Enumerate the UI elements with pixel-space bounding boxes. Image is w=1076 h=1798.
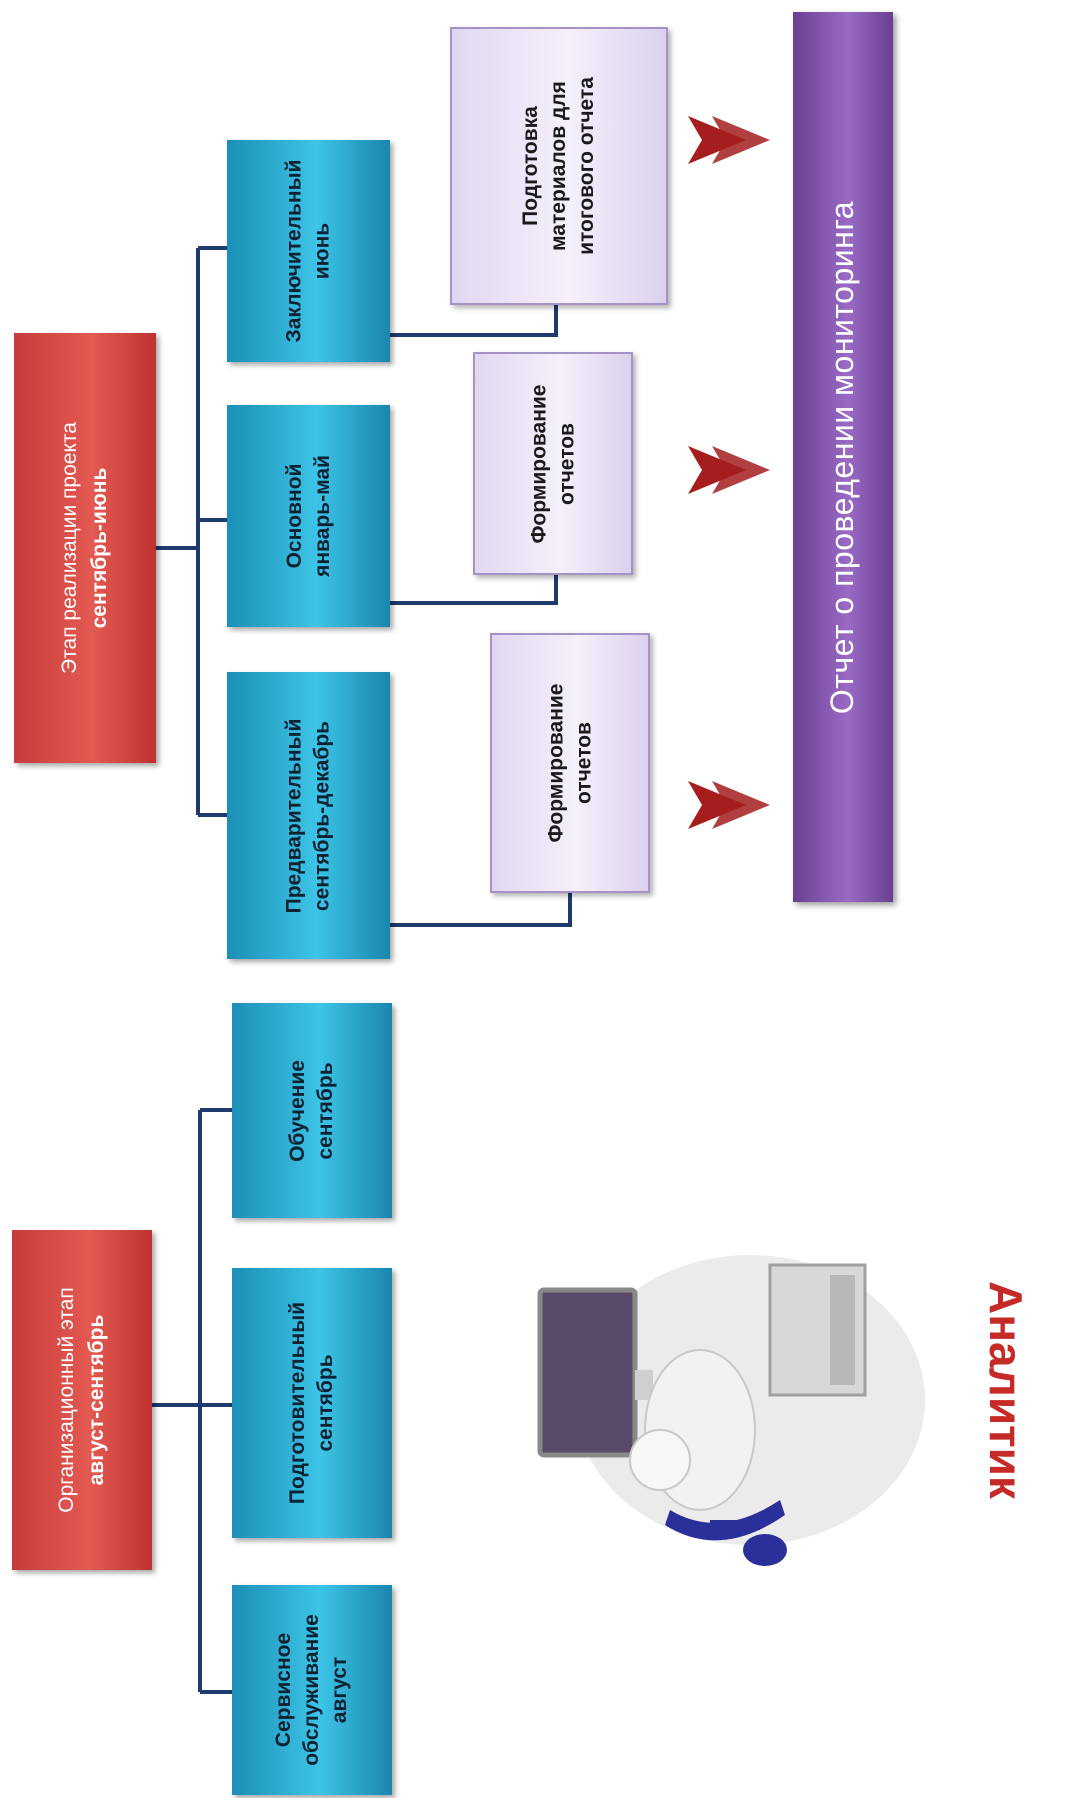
report-box: Отчет о проведении мониторинга: [793, 12, 893, 902]
phase-main-name: Основной: [282, 463, 306, 569]
phase-training: Обучение сентябрь: [232, 1003, 392, 1218]
stage-organizational-title: Организационный этап: [55, 1287, 79, 1513]
stage-organizational-period: август-сентябрь: [85, 1314, 109, 1486]
analyst-at-computer-icon: [537, 1255, 925, 1566]
analyst-label: Аналитик: [980, 1281, 1033, 1499]
phase-main-period: январь-май: [310, 455, 334, 577]
task-final: Подготовка материалов для итогового отче…: [450, 27, 668, 305]
phase-preparatory-name: Подготовительный: [286, 1301, 309, 1505]
phase-service-line3: август: [328, 1656, 351, 1724]
task-final-line1: Подготовка: [518, 106, 542, 226]
task-final-line3: итогового отчета: [574, 77, 598, 255]
phase-preliminary-name: Предварительный: [282, 718, 306, 913]
phase-training-period: сентябрь: [313, 1061, 337, 1160]
phase-preliminary-period: сентябрь-декабрь: [310, 720, 334, 911]
phase-training-name: Обучение: [285, 1059, 309, 1162]
phase-final: Заключительный июнь: [227, 140, 390, 362]
phase-final-name: Заключительный: [282, 159, 306, 343]
double-chevron-right-icon: [688, 446, 770, 494]
stage-implementation-title: Этап реализации проекта: [58, 422, 82, 674]
phase-service-line2: обслуживание: [300, 1614, 323, 1766]
phase-preliminary: Предварительный сентябрь-декабрь: [227, 672, 390, 959]
connector-preliminary-task: [390, 893, 572, 927]
task-final-line2: материалов для: [546, 81, 570, 251]
stage-organizational: Организационный этап август-сентябрь: [12, 1230, 152, 1570]
task-main-line1: Формирование: [527, 384, 550, 543]
task-preliminary: Формирование отчетов: [490, 633, 650, 893]
phase-main: Основной январь-май: [227, 405, 390, 627]
phase-service: Сервисное обслуживание август: [232, 1585, 392, 1795]
phase-preparatory: Подготовительный сентябрь: [232, 1268, 392, 1538]
phase-final-period: июнь: [310, 222, 334, 280]
double-chevron-right-icon: [688, 116, 770, 164]
stage-implementation-period: сентябрь-июнь: [88, 467, 112, 629]
connector-final-task: [390, 305, 558, 337]
phase-preparatory-period: сентябрь: [314, 1354, 337, 1452]
connector-main-task: [390, 575, 558, 605]
phase-service-line1: Сервисное: [272, 1632, 295, 1748]
double-chevron-right-icon: [688, 781, 770, 829]
report-label: Отчет о проведении мониторинга: [824, 200, 861, 714]
task-main: Формирование отчетов: [473, 352, 633, 575]
analyst-label-box: Аналитик: [976, 1255, 1036, 1525]
stage-implementation: Этап реализации проекта сентябрь-июнь: [14, 333, 156, 763]
task-main-line2: отчетов: [555, 422, 578, 505]
task-preliminary-line1: Формирование: [544, 683, 567, 843]
task-preliminary-line2: отчетов: [572, 722, 595, 804]
